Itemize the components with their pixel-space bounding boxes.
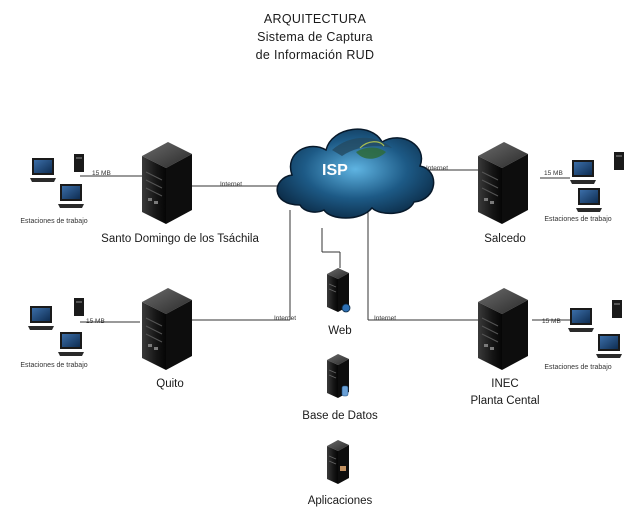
- isp-cloud-icon: [276, 128, 435, 219]
- application-server-label: Aplicaciones: [307, 495, 373, 507]
- santo-domingo-lan-label: 15 MB: [92, 170, 111, 177]
- inec-link-label: Internet: [374, 315, 397, 322]
- diagram-title-line2: Sistema de Captura: [257, 30, 373, 44]
- quito-lan-label: 15 MB: [86, 318, 105, 325]
- site-santo-domingo-label: Santo Domingo de los Tsáchila: [101, 233, 259, 245]
- site-inec-label-line1: INEC: [491, 378, 519, 390]
- salcedo-workstations-label: Estaciones de trabajo: [544, 216, 612, 223]
- quito-workstations-label: Estaciones de trabajo: [20, 362, 88, 369]
- salcedo-lan-label: 15 MB: [544, 170, 563, 177]
- site-quito-label: Quito: [156, 378, 184, 390]
- workstations-santo-domingo-icon: [30, 154, 84, 208]
- site-salcedo-label: Salcedo: [484, 233, 526, 245]
- database-server-label: Base de Datos: [302, 410, 378, 422]
- workstations-salcedo-icon: [570, 152, 624, 212]
- santo-domingo-workstations-label: Estaciones de trabajo: [20, 218, 88, 225]
- santo-domingo-link-label: Internet: [220, 181, 243, 188]
- inec-lan-label: 15 MB: [542, 318, 561, 325]
- server-inec-icon: [477, 287, 529, 371]
- inec-workstations-label: Estaciones de trabajo: [544, 364, 612, 371]
- application-server-icon: [326, 439, 350, 485]
- salcedo-link-label: Internet: [426, 165, 449, 172]
- diagram-title-line1: ARQUITECTURA: [263, 12, 367, 26]
- isp-label: ISP: [322, 162, 348, 179]
- web-server-label: Web: [328, 325, 352, 337]
- quito-link-label: Internet: [274, 315, 297, 322]
- server-santo-domingo-icon: [141, 141, 193, 225]
- diagram-title-line3: de Información RUD: [255, 48, 375, 62]
- site-inec-label-line2: Planta Cental: [470, 395, 540, 407]
- server-salcedo-icon: [477, 141, 529, 225]
- server-quito-icon: [141, 287, 193, 371]
- workstations-inec-icon: [568, 300, 622, 358]
- workstations-quito-icon: [28, 298, 84, 356]
